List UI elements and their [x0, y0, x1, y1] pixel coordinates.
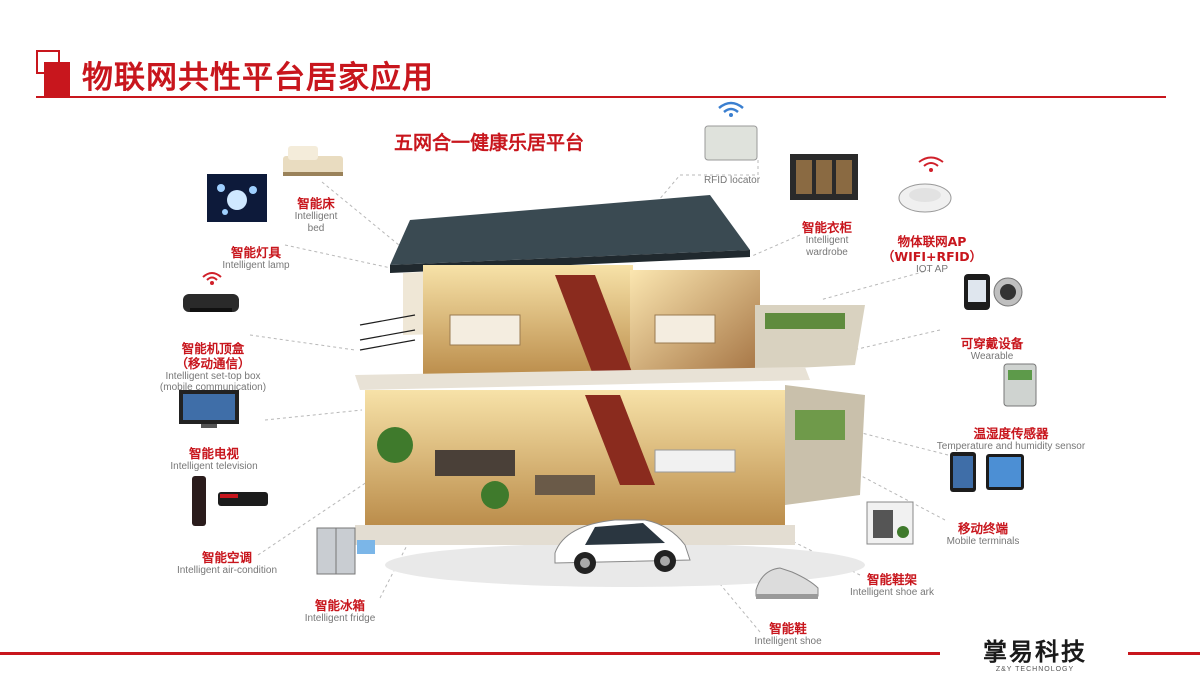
company-logo: 掌易科技 Z&Y TECHNOLOGY [942, 632, 1128, 675]
set-top-box-icon [183, 294, 239, 312]
wearable-icon [964, 274, 1023, 310]
label-mobile-terminals: 移动终端 Mobile terminals [946, 521, 1020, 547]
page-title: 物联网共性平台居家应用 [82, 60, 434, 96]
tv-icon [179, 390, 239, 428]
bed-icon [283, 146, 343, 176]
footer-divider-left [0, 652, 940, 655]
mobile-terminal-icon [950, 452, 1024, 492]
label-shoe: 智能鞋 Intelligent shoe [754, 621, 822, 647]
fridge-icon [316, 527, 375, 575]
air-conditioner-icon [192, 476, 268, 526]
wifi-icon [202, 272, 222, 285]
label-bed: 智能床 Intelligent bed [294, 196, 338, 234]
label-tv: 智能电视 Intelligent television [170, 446, 258, 472]
shoe-ark-icon [866, 501, 914, 545]
shoe-icon [755, 567, 819, 599]
company-name: 掌易科技 [983, 638, 1087, 666]
smart-house-illustration [355, 195, 865, 587]
wardrobe-icon [790, 154, 858, 200]
footer-divider-right [1128, 652, 1200, 655]
title-divider [36, 96, 1166, 98]
label-sensor: 温湿度传感器 Temperature and humidity sensor [936, 426, 1086, 452]
label-set-top-box: 智能机顶盒 （移动通信） Intelligent set-top box (mo… [159, 341, 267, 393]
iot-ap-wifi-icon [918, 156, 944, 172]
diagram-subtitle: 五网合一健康乐居平台 [394, 132, 585, 154]
iot-ap-device-icon [898, 183, 952, 213]
label-shoe-ark: 智能鞋架 Intelligent shoe ark [850, 572, 934, 598]
label-air-conditioner: 智能空调 Intelligent air-condition [176, 550, 278, 576]
rfid-locator-icon [704, 125, 758, 161]
label-rfid-locator: RFID locator [703, 175, 761, 186]
label-fridge: 智能冰箱 Intelligent fridge [304, 598, 376, 624]
logo-block [44, 62, 70, 96]
label-iot-ap: 物体联网AP （WIFI+RFID） IOT AP [881, 234, 983, 275]
rfid-wifi-icon [718, 101, 744, 117]
sensor-icon [1003, 363, 1037, 407]
label-wardrobe: 智能衣柜 Intelligent wardrobe [801, 220, 852, 258]
company-name-en: Z&Y TECHNOLOGY [995, 666, 1075, 673]
lamp-icon [207, 174, 267, 222]
label-wearable: 可穿戴设备 Wearable [960, 336, 1024, 362]
label-lamp: 智能灯具 Intelligent lamp [222, 245, 290, 271]
